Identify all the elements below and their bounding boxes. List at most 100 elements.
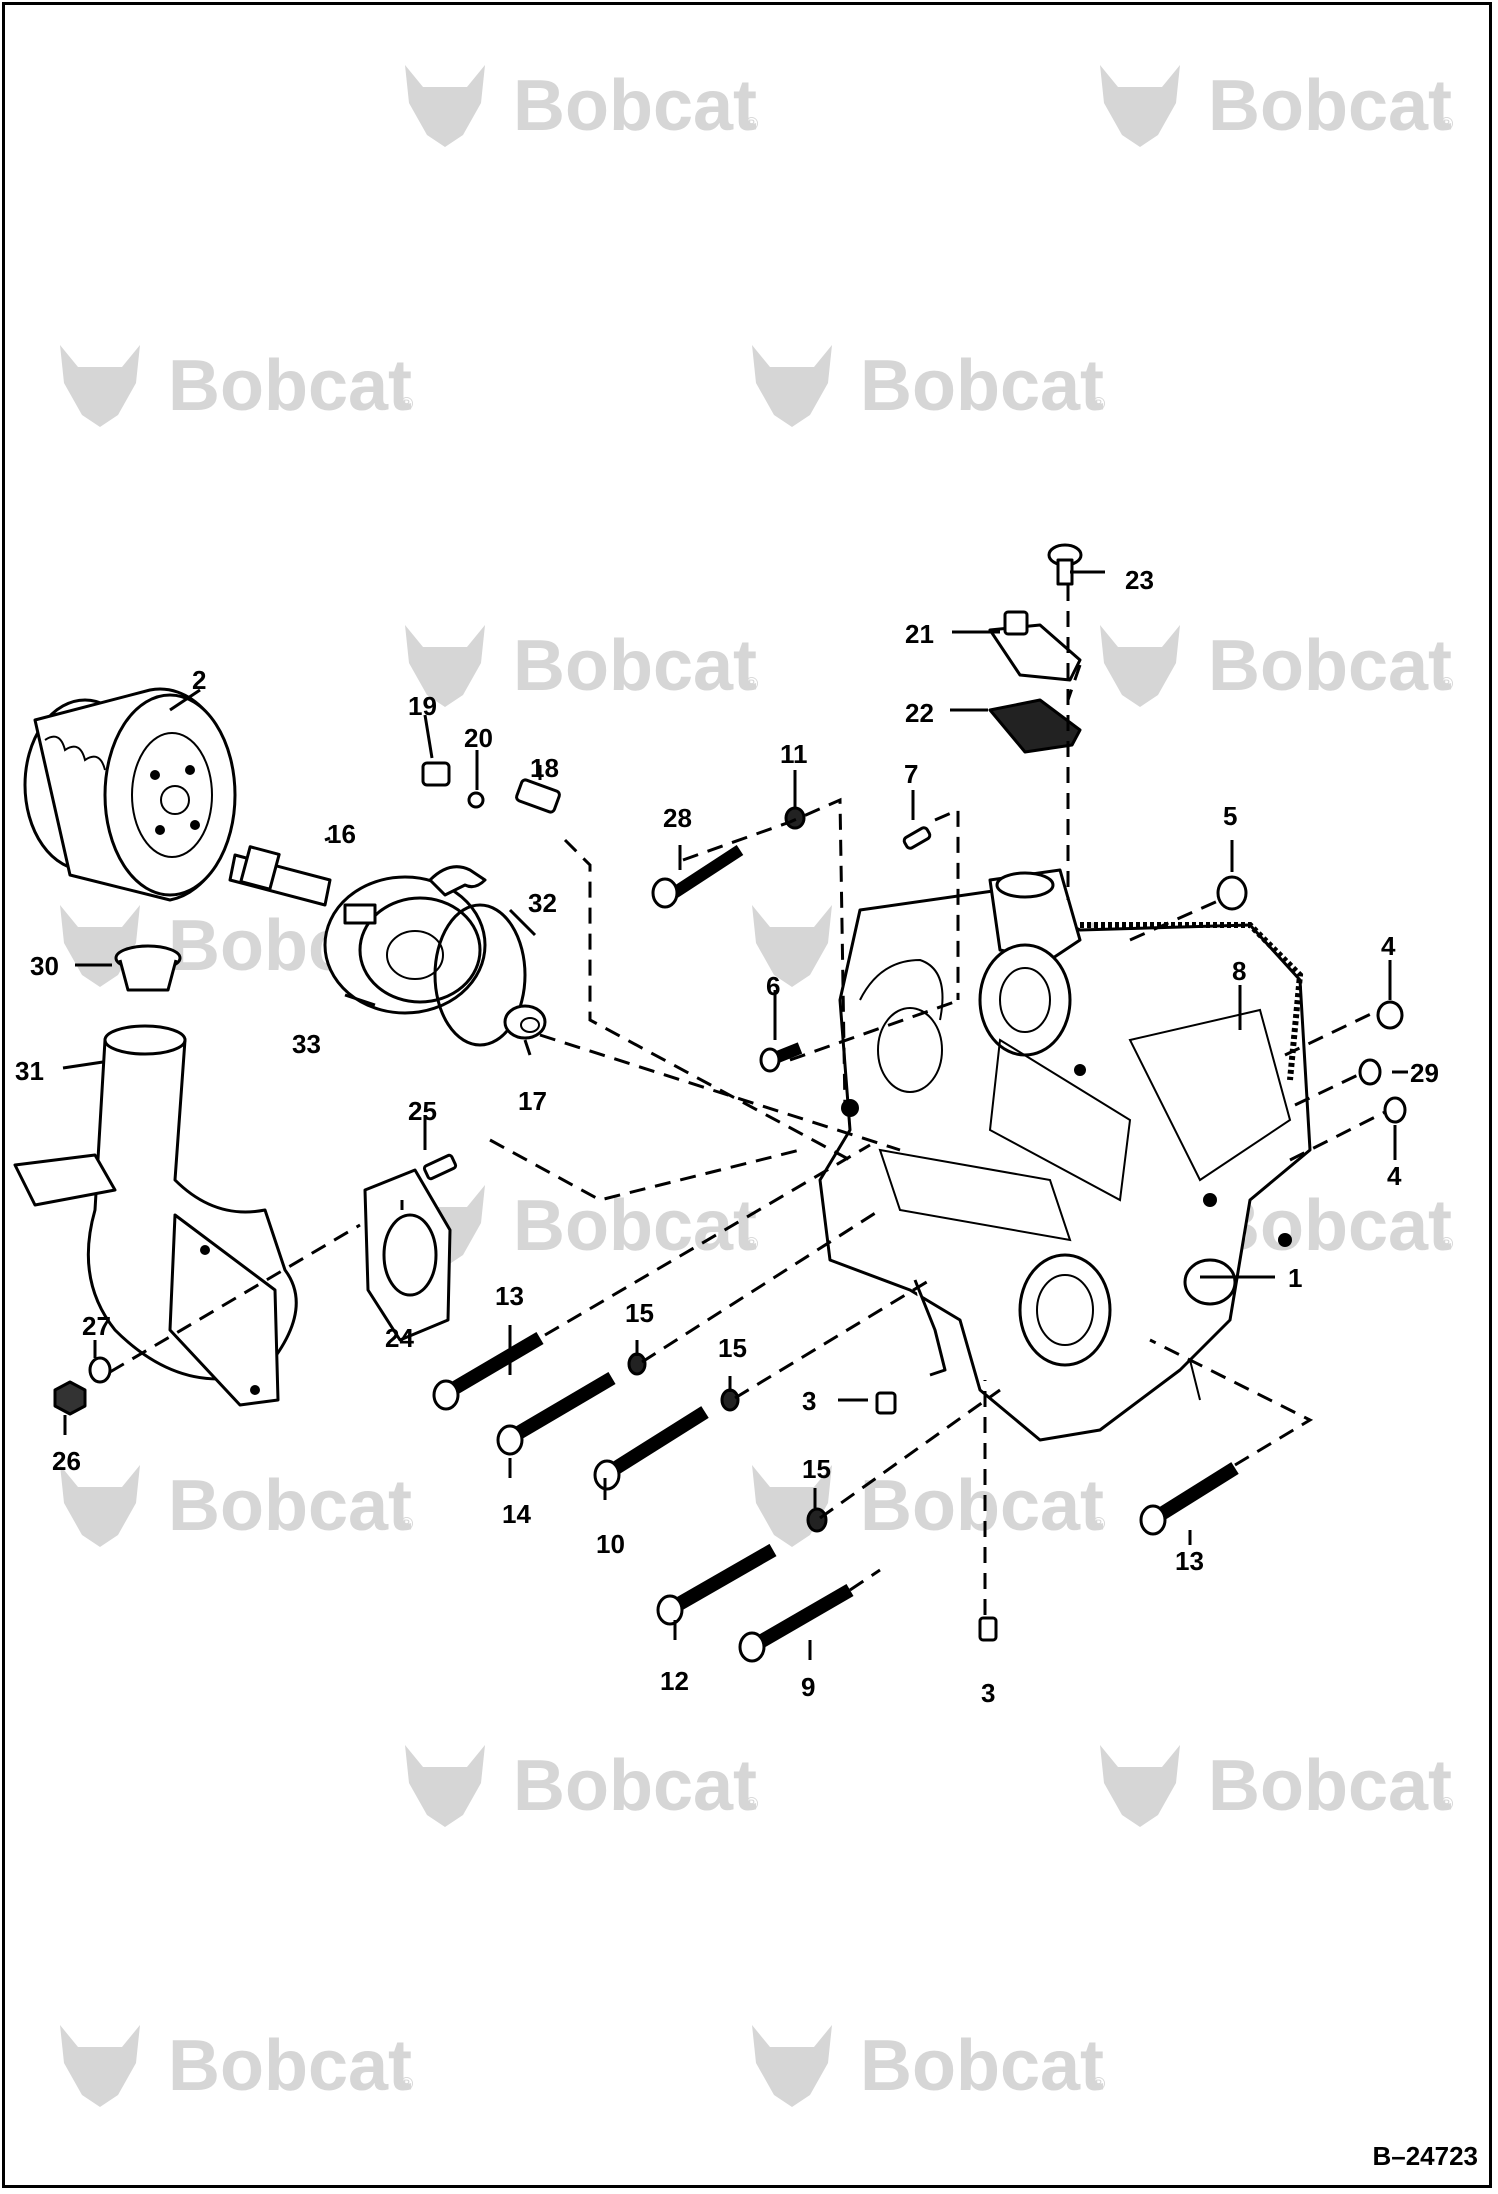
watermark-registered-mark: ® — [1092, 2074, 1105, 2094]
callout-20: 20 — [464, 723, 493, 753]
bobcat-logo-icon — [752, 905, 832, 987]
bobcat-watermark: Bobcat® — [405, 1185, 758, 1267]
callout-5: 5 — [1223, 801, 1237, 831]
callout-11: 11 — [780, 739, 808, 769]
oil-filter-part — [23, 687, 237, 902]
callout-21: 21 — [905, 619, 934, 649]
watermark-text: Bobcat — [513, 626, 757, 706]
bobcat-logo-icon — [1100, 65, 1180, 147]
callout-29: 29 — [1410, 1058, 1439, 1088]
nut-part — [53, 1380, 87, 1416]
callout-1: 1 — [1288, 1263, 1302, 1293]
bobcat-watermark: Bobcat® — [60, 1465, 413, 1547]
dowel-part — [978, 1616, 998, 1642]
bolt-part — [593, 1406, 709, 1491]
suction-pipe-part — [13, 1024, 298, 1407]
oring-small-part — [467, 791, 485, 809]
callout-14: 14 — [502, 1499, 531, 1529]
callout-3a: 3 — [802, 1386, 816, 1416]
gear-case-part — [818, 868, 1312, 1442]
watermark-registered-mark: ® — [745, 114, 758, 134]
watermark-text: Bobcat — [860, 1466, 1104, 1546]
watermark-text: Bobcat — [168, 346, 412, 426]
bobcat-logo-icon — [405, 65, 485, 147]
bobcat-logo-icon — [752, 345, 832, 427]
callout-16: 16 — [327, 819, 356, 849]
watermark-text: Bobcat — [1208, 1746, 1452, 1826]
watermark-registered-mark: ® — [1092, 394, 1105, 414]
bobcat-watermark: Bobcat® — [1100, 65, 1453, 147]
bobcat-watermark: Bobcat® — [405, 625, 758, 707]
callout-6: 6 — [766, 971, 780, 1001]
callout-17: 17 — [518, 1086, 547, 1116]
oring-part — [1216, 875, 1248, 911]
collar-part — [503, 1004, 547, 1040]
watermark-text: Bobcat — [513, 66, 757, 146]
watermark-registered-mark: ® — [400, 1514, 413, 1534]
leader-lines — [62, 570, 1408, 1660]
bolt-part — [738, 1583, 854, 1663]
watermark-text: Bobcat — [860, 346, 1104, 426]
callout-28: 28 — [663, 803, 692, 833]
oring-part — [1383, 1096, 1407, 1124]
washer-part — [720, 1388, 740, 1412]
callout-30: 30 — [30, 951, 59, 981]
bushing-part — [421, 761, 451, 787]
callout-10: 10 — [596, 1529, 625, 1559]
watermark-registered-mark: ® — [1440, 1234, 1453, 1254]
watermark-text: Bobcat — [860, 2026, 1104, 2106]
callout-3b: 3 — [981, 1678, 995, 1708]
nipple-part — [228, 845, 332, 907]
callout-26: 26 — [52, 1446, 81, 1476]
callout-18: 18 — [530, 753, 559, 783]
bolt-part — [656, 1543, 777, 1626]
bobcat-logo-icon — [60, 1465, 140, 1547]
bobcat-logo-icon — [1100, 1745, 1180, 1827]
dowel-part — [875, 1391, 897, 1415]
bobcat-watermark: Bobcat® — [1100, 625, 1453, 707]
drawing-id-label: B–24723 — [1372, 2141, 1478, 2171]
watermark-registered-mark: ® — [745, 1794, 758, 1814]
watermark-registered-mark: ® — [745, 1234, 758, 1254]
watermark-registered-mark: ® — [1092, 1514, 1105, 1534]
oring-part — [1358, 1058, 1382, 1086]
washer-part — [627, 1352, 647, 1376]
bobcat-logo-icon — [60, 2025, 140, 2107]
callout-24: 24 — [385, 1323, 414, 1353]
callout-13a: 13 — [495, 1281, 524, 1311]
oil-cooler-part — [323, 865, 487, 1015]
callout-32: 32 — [528, 888, 557, 918]
callout-33: 33 — [292, 1029, 321, 1059]
callout-22: 22 — [905, 698, 934, 728]
callout-15b: 15 — [718, 1333, 747, 1363]
bobcat-logo-icon — [60, 345, 140, 427]
callout-7: 7 — [904, 759, 918, 789]
stud-part — [422, 1153, 458, 1181]
bolt-part — [496, 1371, 616, 1456]
callout-4b: 4 — [1387, 1161, 1402, 1191]
oring-part — [1376, 1000, 1404, 1030]
bobcat-watermark: Bobcat® — [60, 2025, 413, 2107]
callout-27: 27 — [82, 1311, 111, 1341]
watermark-text: Bobcat — [168, 2026, 412, 2106]
callout-12: 12 — [660, 1666, 689, 1696]
washer-part — [806, 1507, 828, 1533]
washer-part — [784, 806, 806, 830]
assembly-lines — [109, 585, 1386, 1615]
cover-gasket-part — [988, 698, 1082, 754]
bobcat-watermark: Bobcat® — [752, 345, 1105, 427]
callout-8: 8 — [1232, 956, 1246, 986]
watermark-registered-mark: ® — [1440, 114, 1453, 134]
dowel-part — [902, 826, 932, 850]
plug-part — [515, 778, 561, 814]
bolt-part — [432, 1331, 544, 1411]
bobcat-watermark: Bobcat® — [1100, 1745, 1453, 1827]
callout-2: 2 — [192, 665, 206, 695]
bolt-part — [1139, 1462, 1239, 1536]
watermark-text: Bobcat — [168, 1466, 412, 1546]
bobcat-logo-icon — [405, 625, 485, 707]
cooler-gasket-part — [433, 903, 527, 1047]
bobcat-watermark: Bobcat® — [405, 1745, 758, 1827]
callout-31: 31 — [15, 1056, 44, 1086]
